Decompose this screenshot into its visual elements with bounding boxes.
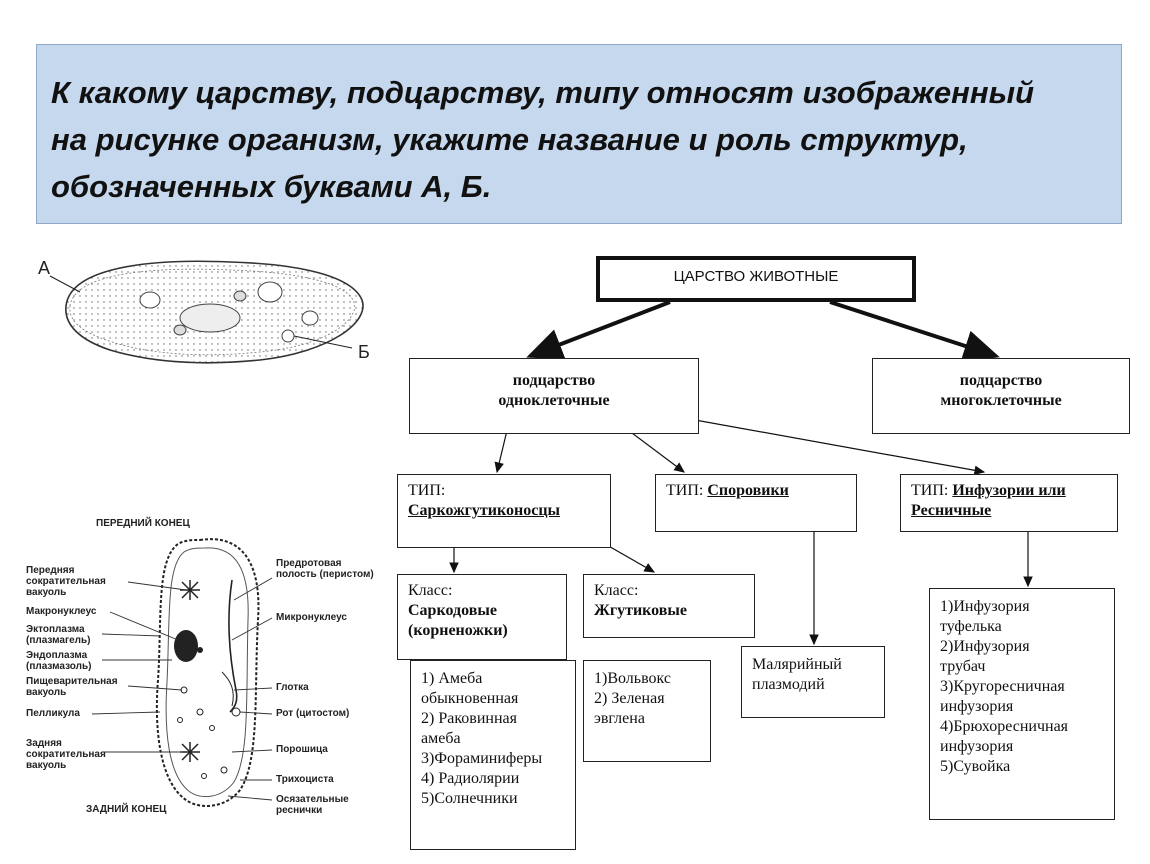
list-item: 2)Инфузория bbox=[940, 638, 1030, 655]
list-item: трубач bbox=[940, 658, 986, 675]
subkingdom-unicellular-box: подцарство одноклеточные bbox=[409, 358, 699, 434]
list-item: Малярийный bbox=[752, 656, 842, 673]
type-sporozoa-name: Споровики bbox=[707, 482, 789, 499]
label-b: Б bbox=[358, 342, 370, 362]
type-ciliates-name-2: Ресничные bbox=[911, 502, 992, 519]
list-item: 4)Брюхоресничная bbox=[940, 718, 1069, 735]
label-pharynx: Глотка bbox=[276, 682, 309, 693]
list-item: 2) Раковинная bbox=[421, 710, 517, 727]
subkingdom-multicellular-box: подцарство многоклеточные bbox=[872, 358, 1130, 434]
front-end-label: ПЕРЕДНИЙ КОНЕЦ bbox=[96, 518, 190, 529]
type-ciliates-prefix: ТИП: bbox=[911, 482, 949, 499]
subkingdom-multicellular-line1: подцарство bbox=[959, 372, 1043, 389]
label-endoplasm: Эндоплазма (плазмазоль) bbox=[26, 650, 92, 672]
type-ciliates-name-1: Инфузории или bbox=[952, 482, 1066, 499]
paramecium-diagram bbox=[91, 538, 273, 807]
type-sporozoa-prefix: ТИП: bbox=[666, 482, 704, 499]
list-item: инфузория bbox=[940, 738, 1014, 755]
list-item: 3)Кругоресничная bbox=[940, 678, 1065, 695]
type-sarcomastigophora-name: Саркожгутиконосцы bbox=[408, 502, 561, 519]
list-item: 5)Солнечники bbox=[421, 790, 518, 807]
tree-connectors bbox=[449, 300, 1033, 686]
paramecium-top-drawing bbox=[49, 260, 364, 364]
class-sarcodina-box: Класс: Саркодовые (корненожки) bbox=[397, 574, 567, 660]
subkingdom-unicellular-line2: одноклеточные bbox=[498, 392, 610, 409]
list-item: амеба bbox=[421, 730, 461, 747]
list-item: 1)Вольвокс bbox=[594, 670, 671, 687]
sporozoa-example-box: Малярийный плазмодий bbox=[741, 646, 885, 718]
list-item: 4) Радиолярии bbox=[421, 770, 520, 787]
class-sarcodina-prefix: Класс: bbox=[408, 582, 453, 599]
back-end-label: ЗАДНИЙ КОНЕЦ bbox=[86, 804, 167, 815]
label-trichocyst: Трихоциста bbox=[276, 774, 334, 785]
type-sporozoa-box: ТИП: Споровики bbox=[655, 474, 857, 532]
label-mouth: Рот (цитостом) bbox=[276, 708, 350, 719]
kingdom-label: ЦАРСТВО ЖИВОТНЫЕ bbox=[673, 268, 839, 285]
subkingdom-multicellular-line2: многоклеточные bbox=[940, 392, 1062, 409]
list-item: плазмодий bbox=[752, 676, 825, 693]
label-cilia: Осязательные реснички bbox=[276, 794, 349, 816]
flagellata-examples-box: 1)Вольвокс 2) Зеленая эвглена bbox=[583, 660, 711, 762]
list-item: 2) Зеленая bbox=[594, 690, 665, 707]
class-flagellata-box: Класс: Жгутиковые bbox=[583, 574, 755, 638]
type-sarcomastigophora-box: ТИП: Саркожгутиконосцы bbox=[397, 474, 611, 548]
list-item: 1)Инфузория bbox=[940, 598, 1030, 615]
type-ciliates-box: ТИП: Инфузории или Ресничные bbox=[900, 474, 1118, 532]
label-macronucleus: Макронуклеус bbox=[26, 606, 97, 617]
type-sarcomastigophora-prefix: ТИП: bbox=[408, 482, 446, 499]
label-anterior-vacuole: Передняя сократительная вакуоль bbox=[26, 565, 106, 598]
label-micronucleus: Микронуклеус bbox=[276, 612, 347, 623]
list-item: инфузория bbox=[940, 698, 1014, 715]
subkingdom-unicellular-line1: подцарство bbox=[512, 372, 596, 389]
list-item: 5)Сувойка bbox=[940, 758, 1011, 775]
label-food-vacuole: Пищеварительная вакуоль bbox=[26, 676, 118, 698]
list-item: эвглена bbox=[594, 710, 645, 727]
question-line-1: К какому царству, подцарству, типу относ… bbox=[51, 75, 1035, 110]
class-flagellata-name: Жгутиковые bbox=[594, 602, 688, 619]
question-line-2: на рисунке организм, укажите название и … bbox=[51, 122, 968, 157]
list-item: 3)Фораминиферы bbox=[421, 750, 543, 767]
label-peristome: Предротовая полость (перистом) bbox=[276, 558, 374, 580]
list-item: туфелька bbox=[940, 618, 1002, 635]
label-anal-pore: Порошица bbox=[276, 744, 328, 755]
class-flagellata-prefix: Класс: bbox=[594, 582, 639, 599]
question-banner: К какому царству, подцарству, типу относ… bbox=[36, 44, 1122, 224]
kingdom-box: ЦАРСТВО ЖИВОТНЫЕ bbox=[596, 256, 916, 302]
list-item: 1) Амеба bbox=[421, 670, 483, 687]
list-item: обыкновенная bbox=[421, 690, 519, 707]
label-posterior-vacuole: Задняя сократительная вакуоль bbox=[26, 738, 106, 771]
question-line-3: обозначенных буквами А, Б. bbox=[51, 169, 492, 204]
class-sarcodina-name-1: Саркодовые bbox=[408, 602, 497, 619]
class-sarcodina-name-2: (корненожки) bbox=[408, 622, 508, 639]
label-a: А bbox=[38, 258, 51, 278]
label-ectoplasm: Эктоплазма (плазмагель) bbox=[26, 624, 91, 646]
ciliates-examples-box: 1)Инфузория туфелька 2)Инфузория трубач … bbox=[929, 588, 1115, 820]
label-pellicle: Пелликула bbox=[26, 708, 80, 719]
sarcodina-examples-box: 1) Амеба обыкновенная 2) Раковинная амеб… bbox=[410, 660, 576, 850]
